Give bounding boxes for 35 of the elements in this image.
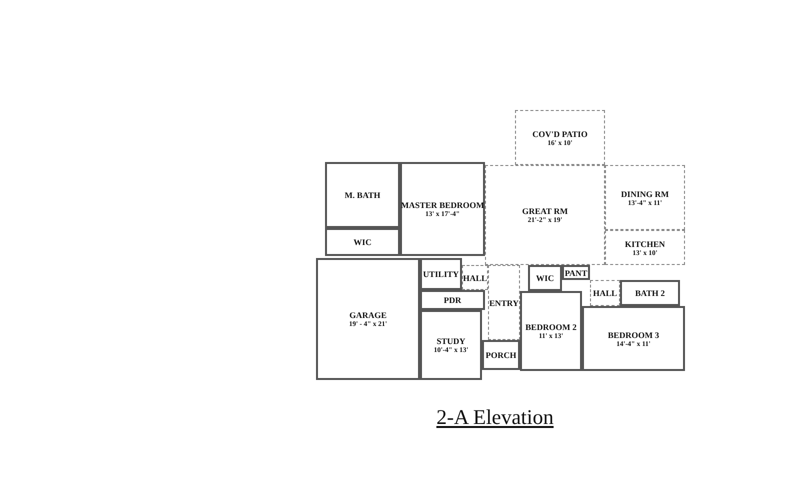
room: [582, 306, 685, 371]
room-name: ENTRY: [489, 298, 519, 308]
room: [620, 280, 680, 306]
room-name: GARAGE: [349, 310, 387, 320]
room-name: HALL: [462, 272, 488, 282]
room-name: STUDY: [436, 336, 466, 346]
room-name: BATH 2: [635, 288, 665, 298]
room-name: COV'D PATIO: [532, 128, 588, 138]
room: [420, 310, 482, 380]
room: [515, 110, 605, 165]
plan-title: 2-A Elevation: [435, 405, 555, 430]
room-name: HALL: [592, 288, 618, 298]
room: [482, 340, 520, 370]
room: [528, 265, 562, 291]
room-name: GREAT RM: [522, 206, 568, 216]
room: [605, 230, 685, 265]
room-name: PDR: [444, 295, 462, 305]
room-name: WIC: [536, 273, 554, 283]
room: [520, 291, 582, 371]
room: [605, 165, 685, 230]
room-name: WIC: [354, 237, 372, 247]
room: [325, 162, 400, 228]
room-name: DINING RM: [621, 188, 669, 198]
room: [400, 162, 485, 256]
room: [420, 258, 462, 290]
room-name: M. BATH: [344, 190, 380, 200]
room: [316, 258, 420, 380]
room-name: KITCHEN: [624, 238, 666, 248]
room-name: UTILITY: [423, 269, 459, 279]
room-name: BEDROOM 3: [608, 330, 660, 340]
room-name: PANT: [564, 268, 588, 278]
room: [325, 228, 400, 256]
room: [420, 290, 485, 310]
room-name: BEDROOM 2: [525, 322, 577, 332]
room-name: PORCH: [486, 350, 516, 360]
